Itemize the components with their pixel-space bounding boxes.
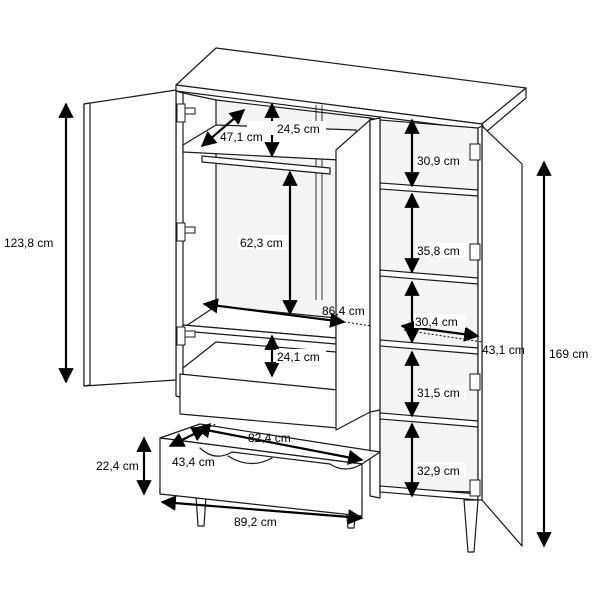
label-right-shelf-width: 30,4 cm	[415, 315, 458, 329]
label-shelf-depth-top: 47,1 cm	[220, 130, 263, 144]
label-shelf-5-height: 32,9 cm	[417, 464, 460, 478]
hinges	[176, 103, 481, 497]
label-total-height: 169 cm	[549, 347, 588, 361]
right-door	[477, 125, 523, 547]
dimension-lines	[58, 102, 552, 548]
label-drawer-depth: 43,4 cm	[172, 455, 215, 469]
left-carcass-side	[175, 90, 184, 399]
label-left-door-height: 123,8 cm	[4, 236, 53, 250]
label-shelf-1-height: 30,9 cm	[417, 154, 460, 168]
hanging-rail	[201, 155, 331, 175]
middle-door	[335, 117, 381, 431]
dimension-labels: 47,1 cm 24,5 cm 62,3 cm 86,4 cm 24,1 cm …	[4, 121, 588, 529]
label-inner-width-left: 86,4 cm	[322, 304, 365, 318]
label-lower-compartment-height: 24,1 cm	[277, 350, 320, 364]
left-door	[83, 89, 177, 387]
label-hanging-height: 62,3 cm	[240, 236, 283, 250]
leg-front-left	[195, 495, 207, 527]
label-drawer-height: 22,4 cm	[96, 459, 139, 473]
leg-front-right	[463, 499, 479, 553]
label-top-compartment-height: 24,5 cm	[277, 122, 320, 136]
label-shelf-2-height: 35,8 cm	[417, 244, 460, 258]
label-drawer-width-inner: 82,4 cm	[248, 431, 291, 445]
label-total-width: 89,2 cm	[234, 515, 277, 529]
back-panel-right	[379, 119, 479, 493]
label-right-shelf-depth: 43,1 cm	[482, 343, 525, 357]
label-shelf-4-height: 31,5 cm	[417, 386, 460, 400]
